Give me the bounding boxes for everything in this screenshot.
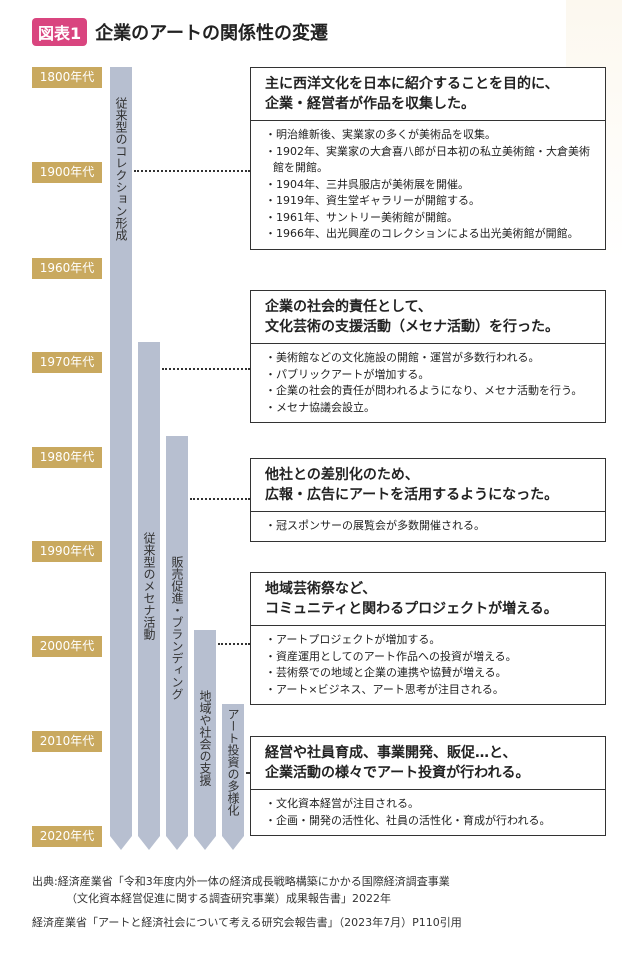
era-item: ・文化資本経営が注目される。	[265, 797, 419, 810]
era-item: ・1966年、出光興産のコレクションによる出光美術館が開館。	[265, 227, 579, 240]
era-item: ・冠スポンサーの展覧会が多数開催される。	[265, 519, 485, 532]
connector-line	[162, 368, 250, 370]
title-text: 企業のアートの関係性の変遷	[95, 23, 329, 44]
heading-line: 主に西洋文化を日本に紹介することを目的に、	[265, 76, 559, 92]
stream-arrow: 販売促進・ブランディング	[166, 436, 188, 850]
stream-label: 従来型のコレクション形成	[114, 97, 128, 241]
era-items: ・アートプロジェクトが増加する。・資産運用としてのアート作品への投資が増える。・…	[251, 626, 605, 704]
era-items: ・冠スポンサーの展覧会が多数開催される。	[251, 512, 605, 541]
stream-label: 従来型のメセナ活動	[142, 532, 156, 640]
connector-line	[218, 643, 250, 645]
era-heading: 経営や社員育成、事業開発、販促…と、企業活動の様々でアート投資が行われる。	[251, 737, 605, 790]
heading-line: 企業の社会的責任として、	[265, 299, 432, 315]
era-item: ・企業の社会的責任が問われるようになり、メセナ活動を行う。	[265, 384, 583, 397]
era-item: ・芸術祭での地域と企業の連携や協賛が増える。	[265, 666, 507, 679]
stream-label: 販売促進・ブランディング	[170, 556, 184, 700]
era-item: ・明治維新後、実業家の多くが美術品を収集。	[265, 128, 496, 141]
era-item: ・1904年、三井呉服店が美術展を開催。	[265, 177, 469, 191]
era-items: ・文化資本経営が注目される。・企画・開発の活性化、社員の活性化・育成が行われる。	[251, 790, 605, 835]
year-label: 2010年代	[32, 731, 102, 752]
heading-line: 他社との差別化のため、	[265, 467, 419, 483]
heading-line: 広報・広告にアートを活用するようになった。	[265, 487, 559, 503]
era-item: ・1919年、資生堂ギャラリーが開館する。	[265, 194, 480, 207]
year-label: 1800年代	[32, 67, 102, 88]
year-label: 1990年代	[32, 541, 102, 562]
year-label: 1960年代	[32, 258, 102, 279]
heading-line: 企業・経営者が作品を収集した。	[265, 96, 475, 112]
era-heading: 企業の社会的責任として、文化芸術の支援活動（メセナ活動）を行った。	[251, 291, 605, 344]
year-label: 1980年代	[32, 447, 102, 468]
source-line-1: 出典:経済産業省「令和3年度内外一体の経済成長戦略構築にかかる国際経済調査事業	[32, 875, 450, 888]
era-item: ・メセナ協議会設立。	[265, 400, 375, 414]
stream-label: 地域や社会の支援	[198, 690, 212, 786]
era-box: 経営や社員育成、事業開発、販促…と、企業活動の様々でアート投資が行われる。・文化…	[250, 736, 606, 836]
year-label: 2020年代	[32, 826, 102, 847]
heading-line: 企業活動の様々でアート投資が行われる。	[265, 765, 530, 781]
connector-line	[134, 170, 250, 172]
figure-badge: 図表1	[32, 18, 88, 46]
era-box: 主に西洋文化を日本に紹介することを目的に、企業・経営者が作品を収集した。・明治維…	[250, 67, 606, 250]
era-items: ・美術館などの文化施設の開館・運営が多数行われる。・パブリックアートが増加する。…	[251, 344, 605, 422]
era-box: 地域芸術祭など、コミュニティと関わるプロジェクトが増える。・アートプロジェクトが…	[250, 572, 606, 705]
heading-line: コミュニティと関わるプロジェクトが増える。	[265, 601, 558, 617]
connector-line	[246, 772, 250, 774]
year-label: 1970年代	[32, 352, 102, 373]
era-item: ・資産運用としてのアート作品への投資が増える。	[265, 649, 517, 663]
heading-line: 地域芸術祭など、	[265, 581, 377, 597]
source-line-2: （文化資本経営促進に関する調査研究事業）成果報告書」2022年	[66, 892, 391, 905]
era-heading: 他社との差別化のため、広報・広告にアートを活用するようになった。	[251, 459, 605, 512]
stream-arrow: 地域や社会の支援	[194, 630, 216, 850]
year-label: 1900年代	[32, 162, 102, 183]
era-items: ・明治維新後、実業家の多くが美術品を収集。・1902年、実業家の大倉喜八郎が日本…	[251, 121, 605, 249]
stream-arrow: 従来型のメセナ活動	[138, 342, 160, 850]
era-item: ・企画・開発の活性化、社員の活性化・育成が行われる。	[265, 813, 551, 827]
era-heading: 主に西洋文化を日本に紹介することを目的に、企業・経営者が作品を収集した。	[251, 68, 605, 121]
heading-line: 経営や社員育成、事業開発、販促…と、	[265, 745, 517, 761]
stream-arrow: 従来型のコレクション形成	[110, 67, 132, 850]
era-box: 企業の社会的責任として、文化芸術の支援活動（メセナ活動）を行った。・美術館などの…	[250, 290, 606, 423]
year-label: 2000年代	[32, 636, 102, 657]
figure-title: 図表1 企業のアートの関係性の変遷	[32, 18, 328, 46]
heading-line: 文化芸術の支援活動（メセナ活動）を行った。	[265, 319, 559, 335]
era-item: ・美術館などの文化施設の開館・運営が多数行われる。	[265, 351, 540, 364]
era-item: ・1961年、サントリー美術館が開館。	[265, 210, 458, 224]
era-item: ・1902年、実業家の大倉喜八郎が日本初の私立美術館・大倉美術館を開館。	[265, 144, 590, 175]
connector-line	[190, 498, 250, 500]
stream-label: アート投資の多様化	[226, 708, 240, 816]
stream-arrow: アート投資の多様化	[222, 704, 244, 850]
era-box: 他社との差別化のため、広報・広告にアートを活用するようになった。・冠スポンサーの…	[250, 458, 606, 542]
era-heading: 地域芸術祭など、コミュニティと関わるプロジェクトが増える。	[251, 573, 605, 626]
source-line-3: 経済産業省「アートと経済社会について考える研究会報告書」（2023年7月）P11…	[32, 916, 462, 929]
era-item: ・アート×ビジネス、アート思考が注目される。	[265, 682, 504, 696]
era-item: ・パブリックアートが増加する。	[265, 367, 430, 381]
era-item: ・アートプロジェクトが増加する。	[265, 633, 441, 646]
